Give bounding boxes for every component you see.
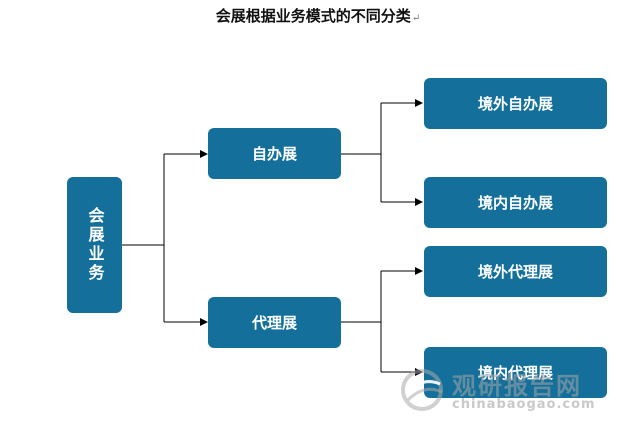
- watermark-text-en: chinabaogao.com: [452, 397, 596, 412]
- leaf-node-domestic-agency: 境内代理展: [424, 347, 607, 398]
- leaf-node-overseas-self-organized: 境外自办展: [424, 78, 607, 129]
- branch-node-self-organized: 自办展: [208, 128, 341, 179]
- watermark-logo-icon: [401, 369, 443, 411]
- diagram-title: 会展根据业务模式的不同分类↵: [0, 5, 636, 26]
- branch-node-agency: 代理展: [208, 297, 341, 348]
- paragraph-mark: ↵: [411, 13, 421, 24]
- watermark-text-cn: 观研报告网: [452, 372, 582, 400]
- leaf-node-domestic-self-organized: 境内自办展: [424, 177, 607, 228]
- root-node: 会展业务: [67, 177, 122, 313]
- leaf-node-overseas-agency: 境外代理展: [424, 246, 607, 297]
- title-text: 会展根据业务模式的不同分类: [215, 7, 411, 25]
